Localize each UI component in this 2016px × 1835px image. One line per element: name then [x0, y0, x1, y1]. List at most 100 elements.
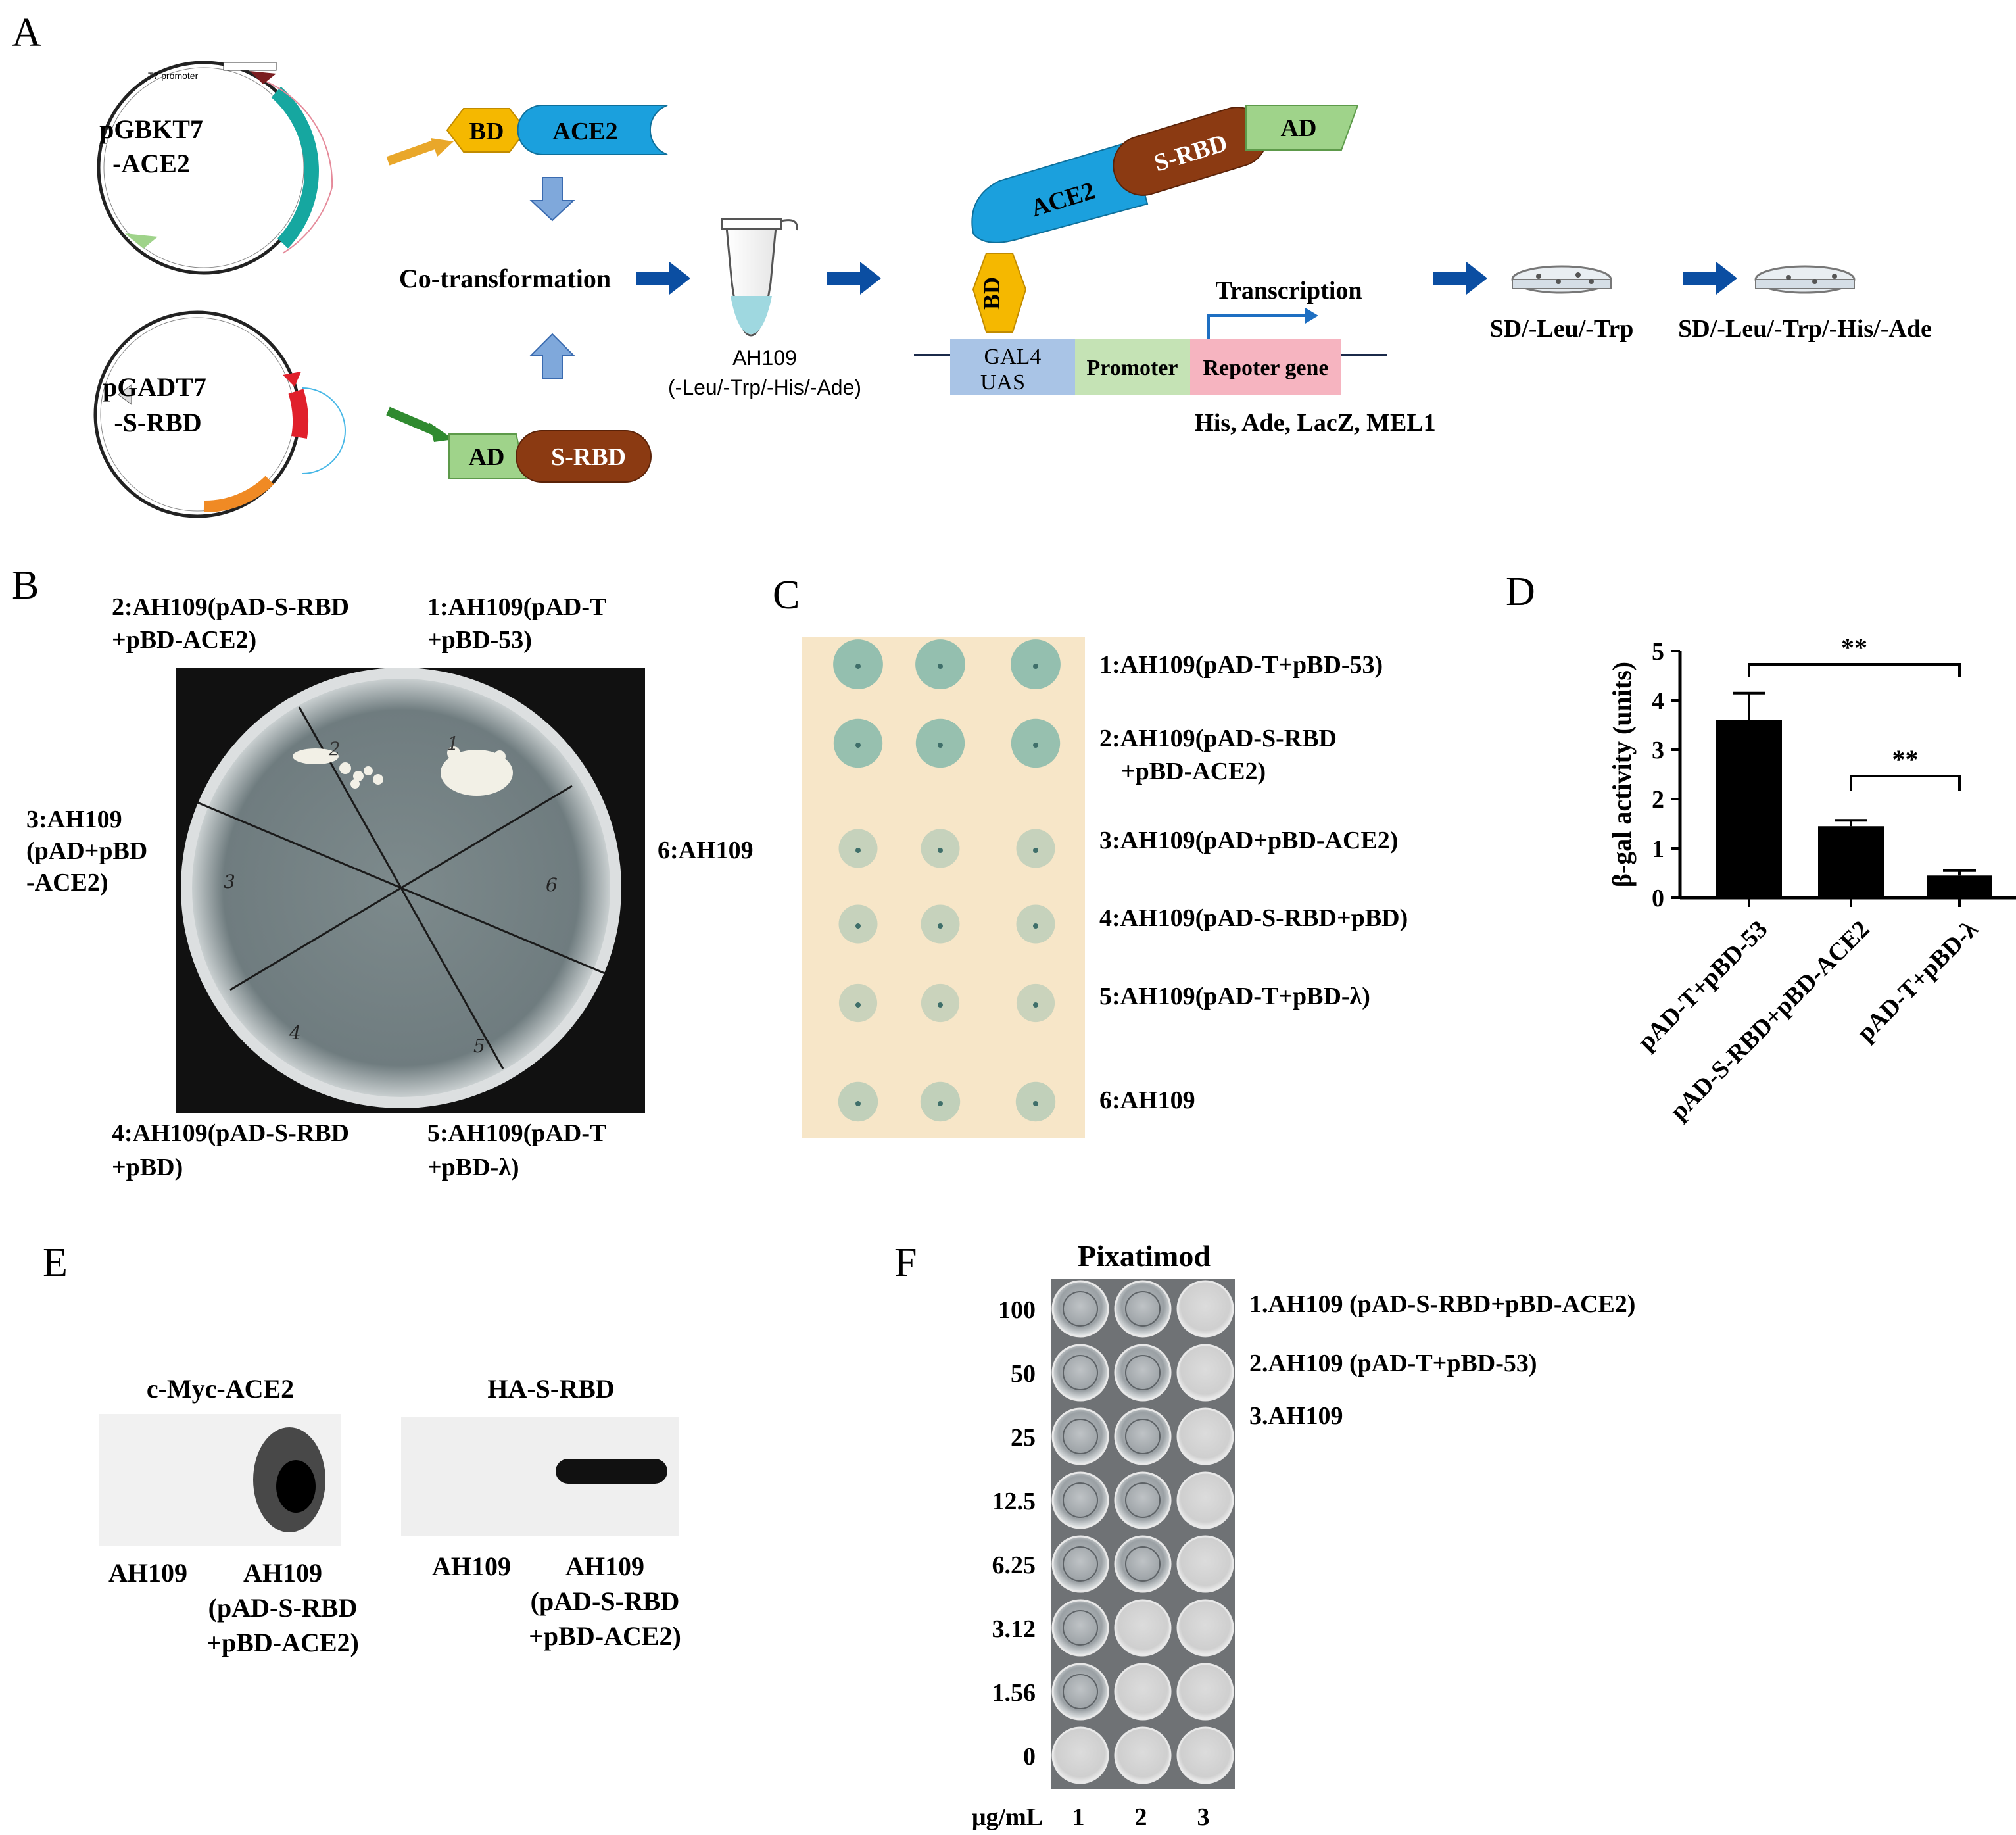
c-row1-line1: 1:AH109(pAD-T+pBD-53) [1099, 651, 1383, 679]
sector-lines [197, 706, 606, 1069]
green-arrow-head [429, 422, 454, 442]
blot2-band [556, 1459, 667, 1484]
b-label-1-line1: 1:AH109(pAD-T [427, 593, 606, 621]
well [1114, 1407, 1172, 1465]
well-inner-ring [1125, 1546, 1161, 1582]
lacz-spot-center [855, 848, 861, 853]
f-title: Pixatimod [1078, 1239, 1211, 1273]
concentration-label: 6.25 [992, 1552, 1036, 1579]
sector-mark-5: 5 [473, 1035, 485, 1057]
well-inner-ring [1063, 1482, 1098, 1518]
blot2-lane1-label: AH109 [432, 1552, 511, 1581]
sector-mark-3: 3 [224, 871, 235, 893]
reporter-label: Repoter gene [1203, 356, 1328, 380]
tube-label-line1: AH109 [732, 346, 797, 370]
b-label-6: 6:AH109 [658, 837, 754, 864]
c-row2-line1: 2:AH109(pAD-S-RBD [1099, 725, 1337, 752]
concentration-label: 100 [998, 1296, 1036, 1324]
blot1-lane2-line1: AH109 [243, 1558, 322, 1588]
significance-label: ** [1841, 633, 1867, 662]
plasmid1-name-line2: -ACE2 [112, 149, 190, 178]
well [1051, 1599, 1109, 1657]
y-tick-label: 1 [1652, 835, 1664, 863]
bd-ace2-construct: BD ACE2 [446, 105, 668, 155]
bar [1818, 826, 1884, 898]
significance-bracket [1850, 775, 1961, 791]
well-inner-ring [1125, 1355, 1161, 1390]
sector-mark-6: 6 [546, 874, 558, 896]
plasmid2-name-line1: pGADT7 [103, 372, 206, 402]
concentration-label: 1.56 [992, 1679, 1036, 1707]
panel-d: D β-gal activity (units) 012345pAD-T+pBD… [1506, 570, 2016, 1125]
lacz-spot-center [938, 1101, 943, 1106]
well [1176, 1407, 1234, 1465]
beta-gal-bar-chart: β-gal activity (units) 012345pAD-T+pBD-5… [1607, 633, 2016, 1125]
colonies-sector-1 [441, 746, 513, 796]
f-legend-1: 1.AH109 (pAD-S-RBD+pBD-ACE2) [1249, 1290, 1635, 1318]
reporter-genes-label: His, Ade, LacZ, MEL1 [1194, 409, 1435, 437]
f-legend-2: 2.AH109 (pAD-T+pBD-53) [1249, 1350, 1537, 1377]
well [1176, 1535, 1234, 1593]
panel-letter-a: A [12, 11, 41, 55]
transcription-label: Transcription [1215, 277, 1362, 305]
well [1051, 1535, 1109, 1593]
c-row4-line1: 4:AH109(pAD-S-RBD+pBD) [1099, 904, 1408, 932]
lacz-spot-center [1033, 923, 1038, 929]
well [1114, 1280, 1172, 1338]
f-col-3: 3 [1197, 1803, 1210, 1831]
promoter-label: Promoter [1086, 356, 1178, 380]
b-label-5-line1: 5:AH109(pAD-T [427, 1119, 606, 1147]
panel-letter-c: C [773, 573, 800, 618]
well [1176, 1599, 1234, 1657]
sector-mark-1: 1 [447, 733, 459, 754]
sector-mark-4: 4 [289, 1022, 301, 1044]
plasmid-pgbkt7-ace2: T7 promoter pGBKT7 -ACE2 [97, 61, 333, 275]
b-label-3-line3: -ACE2) [26, 869, 108, 896]
well [1114, 1726, 1172, 1784]
eppendorf-tube [721, 218, 798, 337]
sector-mark-2: 2 [328, 738, 341, 760]
blot1-title: c-Myc-ACE2 [147, 1374, 294, 1404]
well [1114, 1535, 1172, 1593]
blot2-lane2-line3: +pBD-ACE2) [529, 1621, 681, 1651]
complex-bd-label: BD [978, 277, 1005, 310]
plasmid-pgadt7-s-rbd: pGADT7 -S-RBD [93, 310, 346, 518]
c-row3-line1: 3:AH109(pAD+pBD-ACE2) [1099, 827, 1398, 854]
panel-b: B 2:AH109(pAD-S-RBD +pBD-ACE2) 1:AH109(p… [12, 563, 754, 1181]
construct1-ace2-label: ACE2 [552, 118, 617, 145]
f-col-1: 1 [1072, 1803, 1085, 1831]
construct2-ad-label: AD [469, 443, 505, 471]
arrow-to-plate2 [1683, 262, 1737, 295]
construct1-bd-label: BD [469, 118, 504, 145]
well-inner-ring [1125, 1291, 1161, 1327]
blot1-band-core [276, 1460, 316, 1513]
panel-letter-f: F [894, 1240, 917, 1285]
b-label-4-line1: 4:AH109(pAD-S-RBD [112, 1119, 349, 1147]
lacz-spot-center [855, 743, 861, 748]
plate-sd-leu-trp-his-ade [1754, 265, 1856, 294]
blot2-lane2-line1: AH109 [565, 1552, 644, 1581]
plate-sd-leu-trp [1511, 265, 1612, 294]
b-label-5-line2: +pBD-λ) [427, 1154, 519, 1181]
panel-a: A T7 promoter pGBKT7 -ACE2 pGADT7 -S-R [12, 11, 1932, 518]
blot2-lane2-line2: (pAD-S-RBD [531, 1586, 680, 1616]
lacz-spot-center [855, 1101, 861, 1106]
lacz-spot-center [1033, 1002, 1038, 1008]
well [1051, 1407, 1109, 1465]
construct2-srbd-label: S-RBD [551, 443, 626, 471]
well [1176, 1663, 1234, 1721]
lacz-spot-center [855, 923, 861, 929]
c-row5-line1: 5:AH109(pAD-T+pBD-λ) [1099, 983, 1370, 1010]
well [1051, 1663, 1109, 1721]
lacz-spot-center [938, 848, 943, 853]
lacz-spot-center [1033, 743, 1038, 748]
lacz-spot-center [855, 1002, 861, 1008]
well-inner-ring [1063, 1610, 1098, 1646]
well-inner-ring [1063, 1674, 1098, 1709]
up-arrow [529, 333, 575, 379]
well-inner-ring [1125, 1419, 1161, 1454]
arrow-to-complex [827, 262, 881, 295]
chart-y-axis-label: β-gal activity (units) [1607, 662, 1637, 887]
green-arrow [386, 406, 436, 435]
